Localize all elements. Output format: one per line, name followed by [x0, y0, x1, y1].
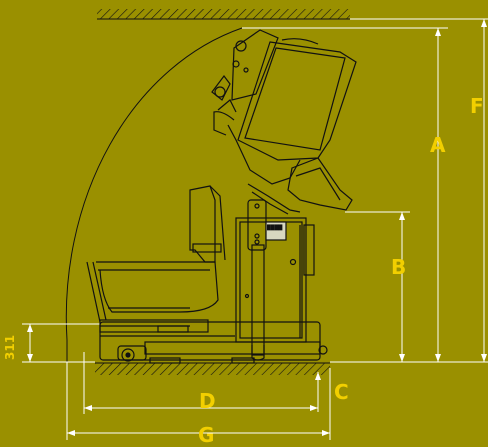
base-frame — [99, 321, 321, 361]
dimension-label-311: 311 — [3, 334, 17, 360]
dimension-label-a: A — [430, 133, 446, 157]
nameplate: ████ — [267, 225, 283, 231]
dimension-lines — [22, 18, 488, 440]
lift-column — [235, 199, 315, 361]
dimension-label-d: D — [199, 389, 216, 413]
floor-hatch — [95, 362, 330, 375]
dimension-label-b: B — [391, 255, 407, 279]
dimension-arrows — [27, 19, 487, 436]
wheels — [121, 345, 328, 364]
raised-bowl — [213, 38, 357, 215]
lower-arm — [189, 185, 226, 263]
head-mechanism — [211, 29, 279, 113]
dimension-label-g: G — [198, 423, 215, 447]
ceiling-hatch — [97, 9, 350, 20]
lower-bowl — [86, 261, 219, 333]
dimension-label-f: F — [470, 94, 484, 118]
swing-arc — [65, 27, 243, 362]
dimension-label-c: C — [334, 380, 349, 404]
